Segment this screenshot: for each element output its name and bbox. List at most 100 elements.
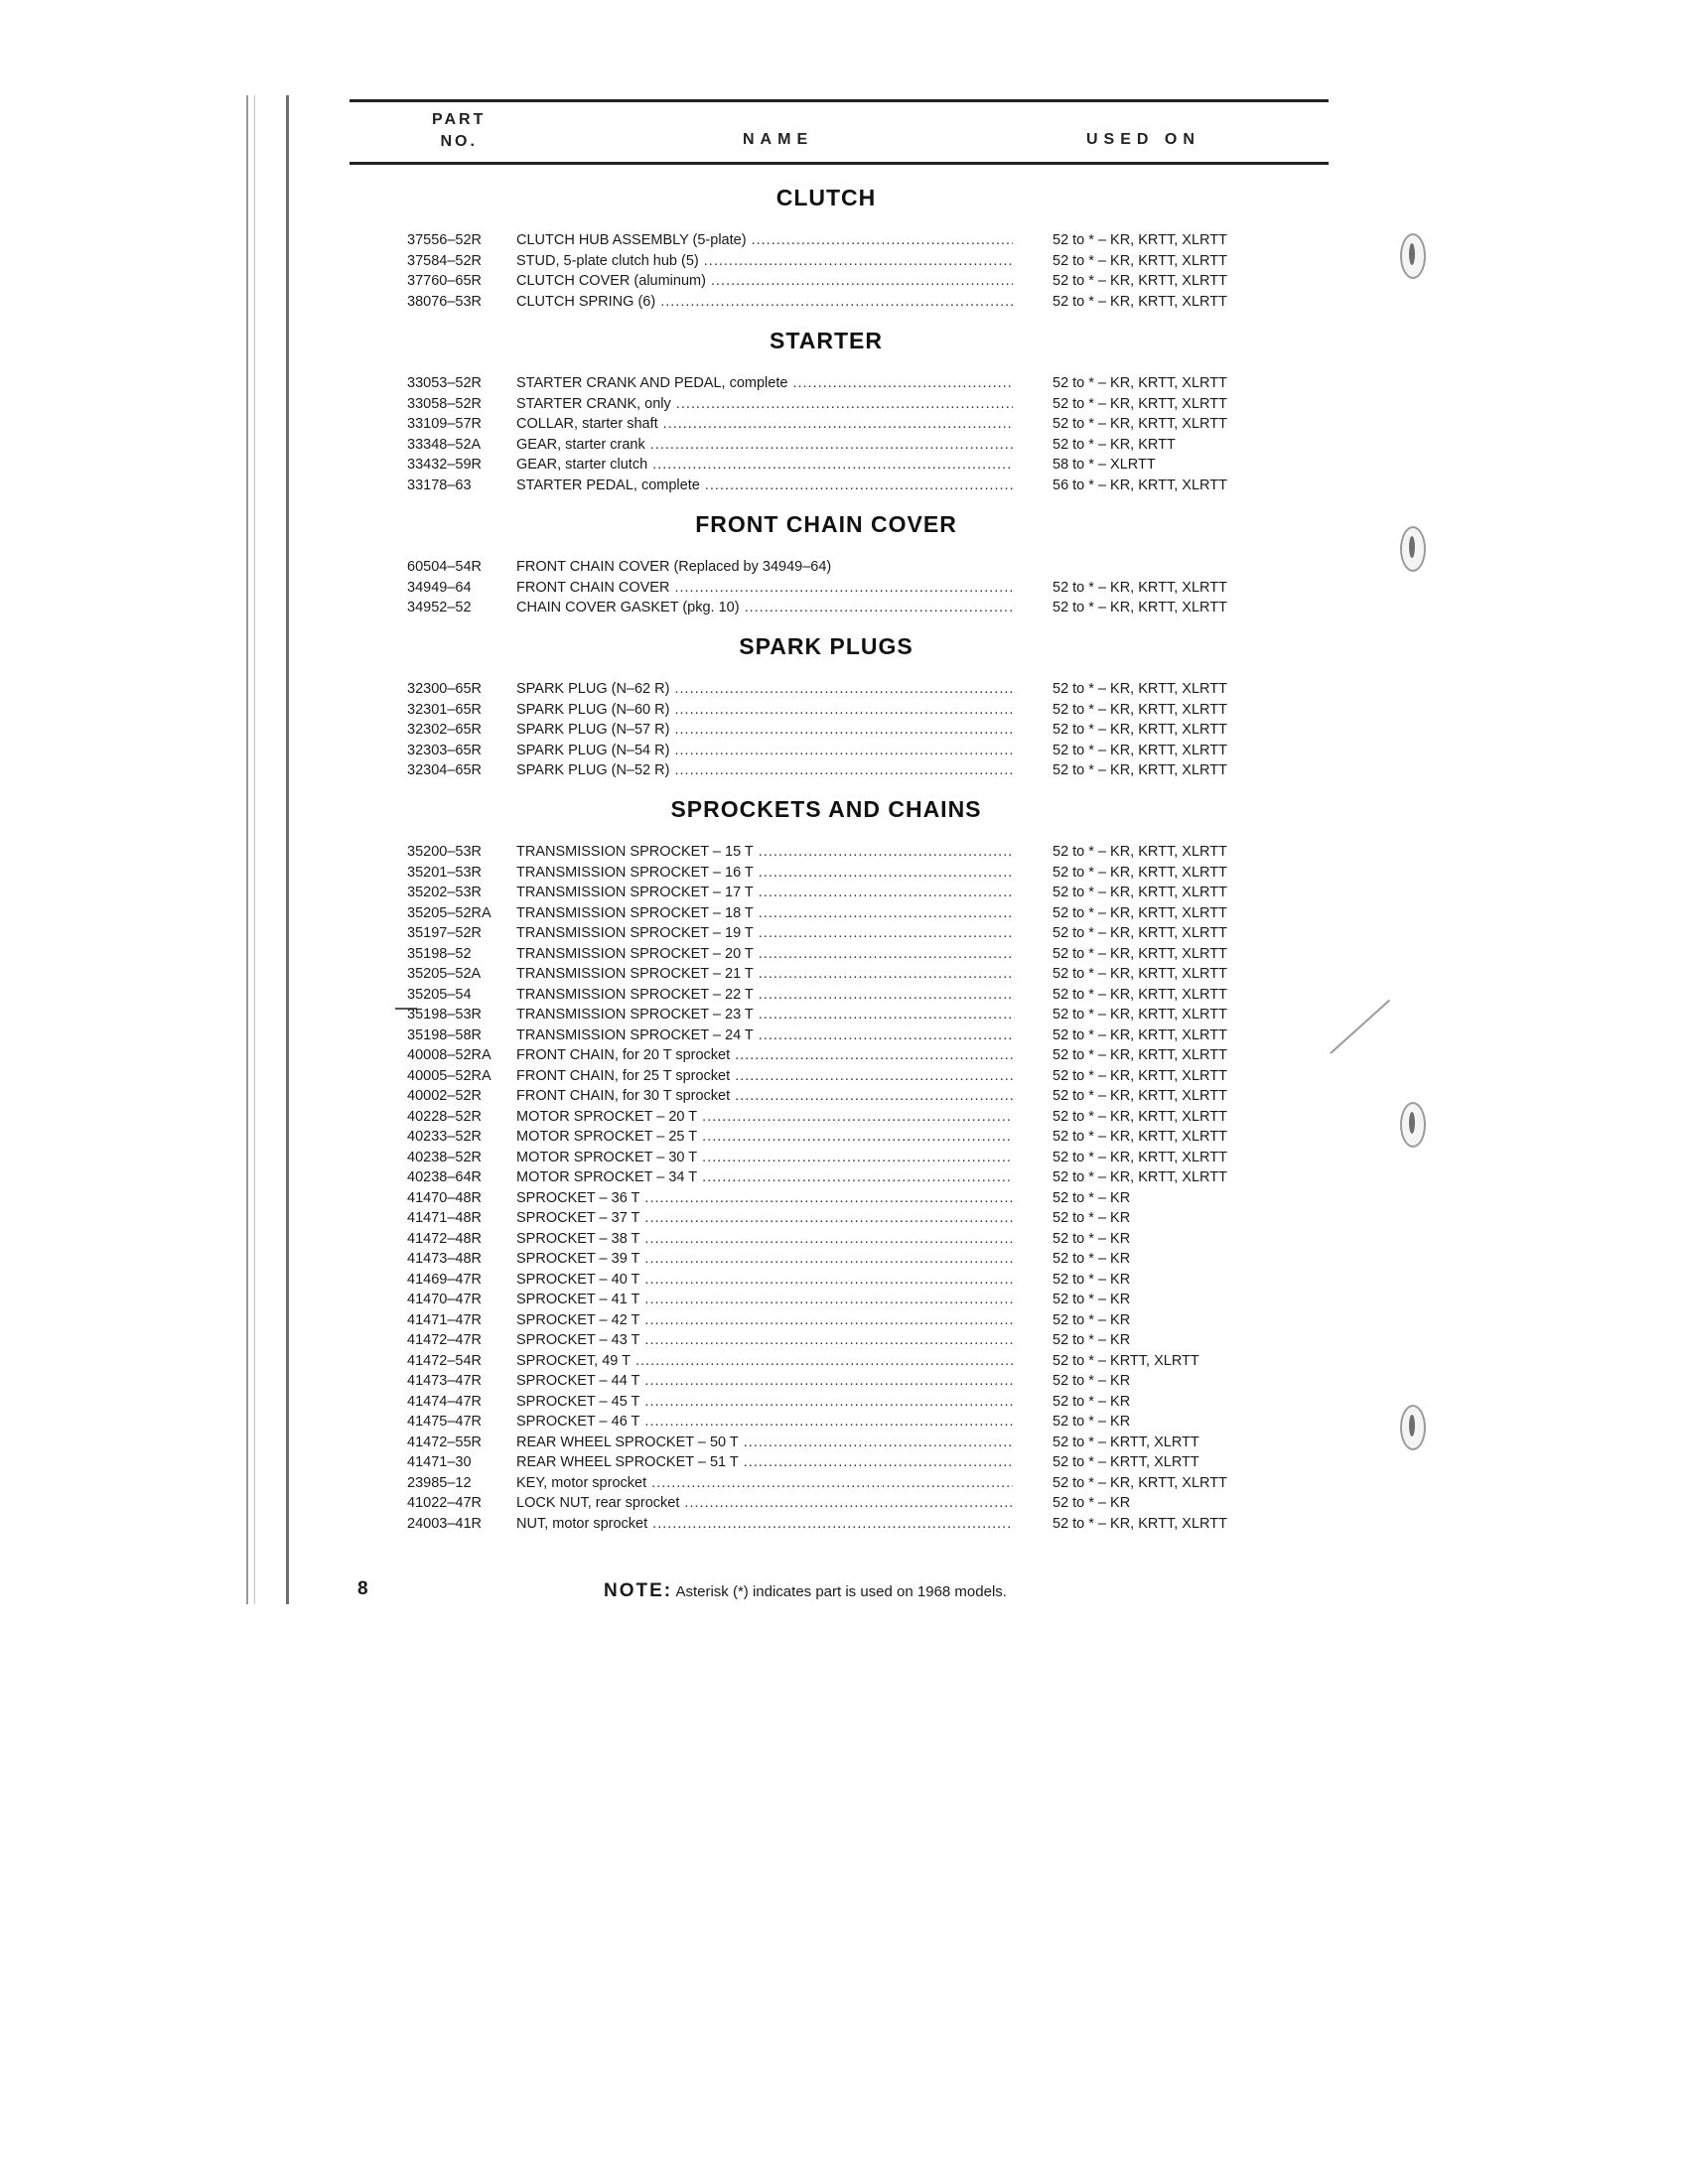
used-on: 52 to * – KR, KRTT, XLRTT [1047, 1472, 1301, 1493]
parts-row: 32303–65R SPARK PLUG (N–54 R) 52 to * – KR… [407, 740, 1301, 760]
part-number: 41473–48R [407, 1251, 482, 1267]
part-number: 40228–52R [407, 1108, 482, 1125]
part-number: 35205–52A [407, 966, 482, 982]
part-number: 34949–64 [407, 579, 472, 596]
part-name: TRANSMISSION SPROCKET – 20 T [516, 944, 1013, 964]
used-on: 52 to * – KR, KRTT [1047, 434, 1301, 455]
used-on: 52 to * – KR, KRTT, XLRTT [1047, 699, 1301, 720]
part-number: 41472–48R [407, 1230, 482, 1247]
part-name: SPARK PLUG (N–54 R) [516, 741, 1013, 760]
part-number: 35205–54 [407, 986, 472, 1003]
part-number: 32301–65R [407, 701, 482, 718]
pencil-mark [1330, 999, 1391, 1054]
part-number: 41471–48R [407, 1210, 482, 1226]
used-on: 52 to * – KR, KRTT, XLRTT [1047, 393, 1301, 414]
used-on: 52 to * – KR [1047, 1493, 1301, 1513]
part-number: 41470–48R [407, 1189, 482, 1206]
part-name: CLUTCH COVER (aluminum) [516, 271, 1013, 291]
part-number: 33058–52R [407, 395, 482, 412]
used-on: 52 to * – KR [1047, 1228, 1301, 1249]
column-header-part-line2: NO. [440, 133, 478, 150]
used-on: 52 to * – KR [1047, 1249, 1301, 1269]
part-number: 41473–47R [407, 1373, 482, 1389]
part-number: 33109–57R [407, 416, 482, 432]
part-name: TRANSMISSION SPROCKET – 15 T [516, 842, 1013, 862]
used-on: 52 to * – KR, KRTT, XLRTT [1047, 760, 1301, 780]
part-number: 35202–53R [407, 885, 482, 900]
part-number: 41472–54R [407, 1352, 482, 1369]
part-name: LOCK NUT, rear sprocket [516, 1493, 1013, 1513]
used-on: 52 to * – KR, KRTT, XLRTT [1047, 842, 1301, 862]
part-name: SPROCKET – 39 T [516, 1249, 1013, 1269]
parts-row: 35201–53R TRANSMISSION SPROCKET – 16 T 52 … [407, 862, 1301, 883]
section-title: STARTER [770, 328, 883, 353]
part-name: SPARK PLUG (N–62 R) [516, 679, 1013, 699]
used-on: 52 to * – KR [1047, 1330, 1301, 1350]
punch-hole-icon [1400, 526, 1426, 572]
part-number: 33348–52A [407, 436, 482, 453]
part-name: FRONT CHAIN, for 20 T sprocket [516, 1045, 1013, 1065]
part-number: 40233–52R [407, 1129, 482, 1145]
used-on: 52 to * – KR, KRTT, XLRTT [1047, 1147, 1301, 1167]
part-number: 41472–47R [407, 1332, 482, 1348]
part-name: SPARK PLUG (N–60 R) [516, 700, 1013, 720]
used-on: 52 to * – KR, KRTT, XLRTT [1047, 964, 1301, 984]
part-number: 37760–65R [407, 273, 482, 289]
used-on: 52 to * – KR, KRTT, XLRTT [1047, 1513, 1301, 1534]
part-number: 40008–52RA [407, 1047, 492, 1063]
part-name: TRANSMISSION SPROCKET – 16 T [516, 863, 1013, 883]
used-on: 52 to * – KR [1047, 1269, 1301, 1290]
part-name: SPROCKET – 41 T [516, 1290, 1013, 1309]
used-on: 52 to * – KR, KRTT, XLRTT [1047, 291, 1301, 312]
used-on: 52 to * – KRTT, XLRTT [1047, 1350, 1301, 1371]
parts-row: 32301–65R SPARK PLUG (N–60 R) 52 to * – KR… [407, 699, 1301, 720]
used-on: 52 to * – KR, KRTT, XLRTT [1047, 1024, 1301, 1045]
part-number: 40238–52R [407, 1149, 482, 1165]
used-on: 52 to * – KR, KRTT, XLRTT [1047, 923, 1301, 943]
part-number: 41469–47R [407, 1271, 482, 1288]
part-number: 41475–47R [407, 1414, 482, 1430]
punch-hole-icon [1400, 1102, 1426, 1148]
used-on: 52 to * – KR [1047, 1412, 1301, 1432]
part-name: SPROCKET – 45 T [516, 1392, 1013, 1412]
page-edge-fold [254, 95, 255, 1604]
part-number: 33432–59R [407, 457, 482, 473]
part-number: 35201–53R [407, 864, 482, 881]
punch-hole-icon [1400, 1405, 1426, 1450]
part-number: 32302–65R [407, 722, 482, 738]
part-number: 41022–47R [407, 1495, 482, 1511]
used-on: 52 to * – KR [1047, 1290, 1301, 1309]
used-on: 52 to * – KRTT, XLRTT [1047, 1452, 1301, 1472]
used-on: 52 to * – KR, KRTT, XLRTT [1047, 883, 1301, 902]
used-on: 52 to * – KR, KRTT, XLRTT [1047, 1065, 1301, 1086]
used-on: 52 to * – KR, KRTT, XLRTT [1047, 862, 1301, 883]
part-number: 41472–55R [407, 1433, 482, 1450]
table-header-rule-bottom [350, 162, 1329, 165]
used-on: 52 to * – KR, KRTT, XLRTT [1047, 740, 1301, 760]
part-number: 41471–30 [407, 1454, 472, 1470]
used-on: 52 to * – KR [1047, 1208, 1301, 1228]
part-name: KEY, motor sprocket [516, 1473, 1013, 1493]
part-number: 32303–65R [407, 742, 482, 758]
page-number: 8 [357, 1578, 368, 1599]
part-name: SPROCKET – 43 T [516, 1330, 1013, 1350]
part-name: GEAR, starter clutch [516, 455, 1013, 475]
used-on: 52 to * – KR, KRTT, XLRTT [1047, 1167, 1301, 1187]
part-number: 32300–65R [407, 681, 482, 697]
part-number: 60504–54R [407, 559, 482, 575]
part-name: FRONT CHAIN, for 25 T sprocket [516, 1066, 1013, 1086]
